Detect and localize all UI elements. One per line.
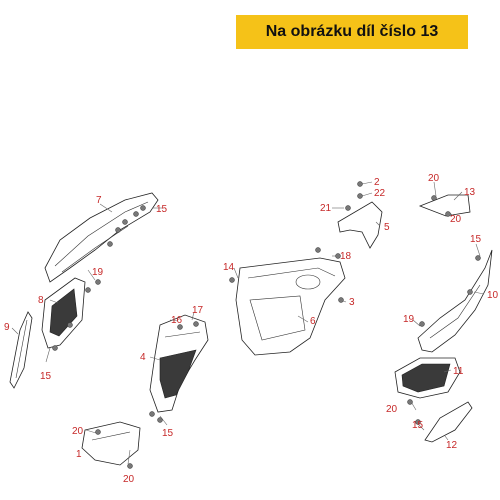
callout-20: 20 bbox=[428, 173, 440, 184]
part-5-bracket bbox=[337, 201, 383, 249]
callout-2: 2 bbox=[374, 177, 380, 188]
callout-11: 11 bbox=[453, 366, 464, 377]
callout-22: 22 bbox=[374, 188, 386, 199]
callout-8: 8 bbox=[38, 295, 44, 306]
callout-20: 20 bbox=[450, 214, 462, 225]
callout-labels: 7 15 19 8 9 15 14 16 17 4 15 20 1 20 18 … bbox=[4, 173, 499, 485]
callout-7: 7 bbox=[96, 195, 102, 206]
part-number-banner: Na obrázku díl číslo 13 bbox=[236, 15, 468, 49]
part-12-lower-strip bbox=[424, 401, 473, 443]
callout-18: 18 bbox=[340, 251, 352, 262]
callout-20: 20 bbox=[72, 426, 84, 437]
callout-5: 5 bbox=[384, 222, 390, 233]
part-9-side-strip bbox=[9, 311, 33, 389]
callout-15: 15 bbox=[412, 420, 424, 431]
callout-17: 17 bbox=[192, 305, 204, 316]
part-6-storage-box bbox=[235, 257, 346, 356]
part-7-rear-side-cover bbox=[44, 192, 159, 283]
banner-text: Na obrázku díl číslo 13 bbox=[265, 23, 439, 40]
callout-15: 15 bbox=[470, 234, 482, 245]
part-10-right-side-cover bbox=[417, 249, 493, 353]
part-11-right-grille bbox=[394, 357, 461, 399]
callout-14: 14 bbox=[223, 262, 235, 273]
callout-9: 9 bbox=[4, 322, 10, 333]
callout-19: 19 bbox=[92, 267, 104, 278]
part-13-small-cover bbox=[418, 194, 471, 217]
part-1-lower-cover bbox=[81, 421, 141, 466]
callout-20: 20 bbox=[123, 474, 135, 485]
callout-15: 15 bbox=[156, 204, 168, 215]
callout-13: 13 bbox=[464, 187, 476, 198]
callout-3: 3 bbox=[349, 297, 355, 308]
callout-12: 12 bbox=[446, 440, 458, 451]
part-4-front-cover bbox=[149, 314, 209, 413]
callout-19: 19 bbox=[403, 314, 415, 325]
callout-4: 4 bbox=[140, 352, 146, 363]
callout-16: 16 bbox=[171, 315, 183, 326]
callout-21: 21 bbox=[320, 203, 332, 214]
callout-15: 15 bbox=[162, 428, 174, 439]
callout-1: 1 bbox=[76, 449, 82, 460]
part-8-left-grille bbox=[41, 277, 86, 349]
callout-20: 20 bbox=[386, 404, 398, 415]
fasteners bbox=[52, 181, 481, 469]
callout-6: 6 bbox=[310, 316, 316, 327]
callout-15: 15 bbox=[40, 371, 52, 382]
callout-10: 10 bbox=[487, 290, 499, 301]
